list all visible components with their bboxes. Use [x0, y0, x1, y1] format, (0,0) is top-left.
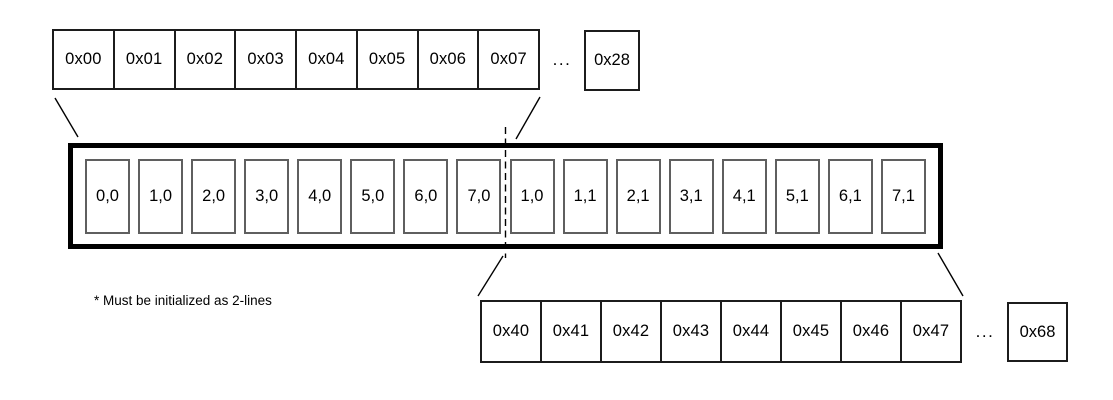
buffer-pixel-cell: 3,1: [668, 158, 714, 234]
bottom-memory-row: 0x40 0x41 0x42 0x43 0x44 0x45 0x46 0x47: [480, 300, 962, 363]
buffer-pixel-cell: 6,0: [403, 158, 449, 234]
memory-address-cell: 0x41: [540, 300, 602, 363]
buffer-pixel-cell: 3,0: [244, 158, 290, 234]
buffer-pixel-cell: 6,1: [827, 158, 873, 234]
memory-address-cell: 0x45: [780, 300, 842, 363]
connector-top-left-line: [54, 97, 79, 138]
bottom-row-last-address-cell: 0x68: [1007, 302, 1068, 362]
footnote-text: * Must be initialized as 2-lines: [94, 293, 272, 308]
memory-address-cell: 0x07: [477, 29, 540, 90]
buffer-pixel-cell: 4,1: [721, 158, 767, 234]
line-buffer-container: 0,0 1,0 2,0 3,0 4,0 5,0 6,0 7,0 1,0 1,1 …: [68, 143, 943, 249]
buffer-pixel-cell: 1,1: [562, 158, 608, 234]
buffer-pixel-cell: 2,0: [191, 158, 237, 234]
memory-address-cell: 0x01: [112, 29, 176, 90]
connector-bottom-left-line: [477, 255, 504, 297]
memory-address-cell: 0x03: [234, 29, 297, 90]
buffer-pixel-cell: 7,0: [456, 158, 502, 234]
memory-address-cell: 0x42: [600, 300, 662, 363]
memory-address-cell: 0x46: [840, 300, 902, 363]
buffer-pixel-cell: 5,0: [350, 158, 396, 234]
top-row-ellipsis: ...: [552, 49, 572, 69]
memory-address-cell: 0x44: [720, 300, 782, 363]
buffer-pixel-cell: 1,0: [138, 158, 184, 234]
connector-bottom-right-line: [937, 252, 964, 297]
memory-address-cell: 0x06: [416, 29, 480, 90]
memory-address-cell: 0x43: [660, 300, 722, 363]
buffer-pixel-cell: 1,0: [509, 158, 555, 234]
buffer-pixel-cell: 4,0: [297, 158, 343, 234]
buffer-pixel-cell: 0,0: [85, 158, 130, 234]
bottom-row-ellipsis: ...: [975, 321, 995, 341]
top-memory-row: 0x00 0x01 0x02 0x03 0x04 0x05 0x06 0x07: [52, 29, 540, 90]
memory-address-cell: 0x40: [480, 300, 542, 363]
buffer-pixel-cell: 7,1: [880, 158, 926, 234]
memory-address-cell: 0x05: [355, 29, 419, 90]
buffer-pixel-cell: 2,1: [615, 158, 661, 234]
memory-address-cell: 0x04: [295, 29, 358, 90]
connector-top-right-line: [515, 96, 541, 140]
memory-address-cell: 0x02: [173, 29, 237, 90]
buffer-pixel-cell: 5,1: [774, 158, 820, 234]
memory-address-cell: 0x47: [900, 300, 962, 363]
memory-address-cell: 0x00: [52, 29, 115, 90]
top-row-last-address-cell: 0x28: [584, 30, 640, 91]
